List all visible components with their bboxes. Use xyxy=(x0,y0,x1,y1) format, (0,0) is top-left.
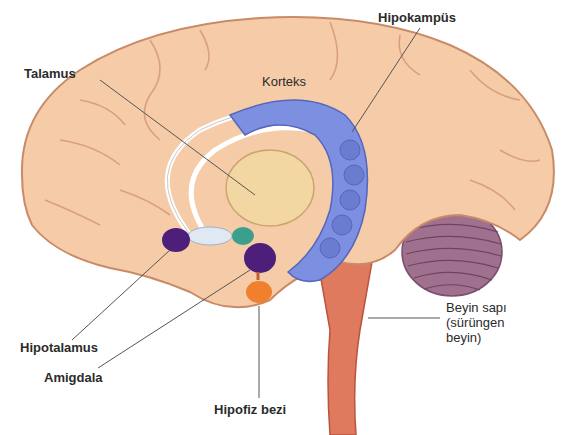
part-label: Korteks xyxy=(262,74,306,89)
part-label: Amigdala xyxy=(44,370,103,385)
hypothalamus-shape xyxy=(162,228,190,252)
teal-nucleus xyxy=(232,227,254,245)
part-label: Hipotalamus xyxy=(20,340,98,355)
part-label: Hipofiz bezi xyxy=(214,402,286,417)
thalamus xyxy=(226,150,314,226)
part-label: Talamus xyxy=(24,66,76,81)
amygdala-shape xyxy=(244,243,276,273)
hippocampus-lobes xyxy=(320,140,364,258)
optic-structure xyxy=(188,227,232,245)
cerebellum-folds xyxy=(406,224,501,290)
cerebrum xyxy=(22,17,554,307)
brain-stem xyxy=(318,256,372,435)
part-label: Hipokampüs xyxy=(378,10,456,25)
pituitary-shape xyxy=(246,281,272,303)
part-label: Beyin sapı (sürüngen beyin) xyxy=(446,300,526,345)
leader-lines xyxy=(72,28,440,398)
